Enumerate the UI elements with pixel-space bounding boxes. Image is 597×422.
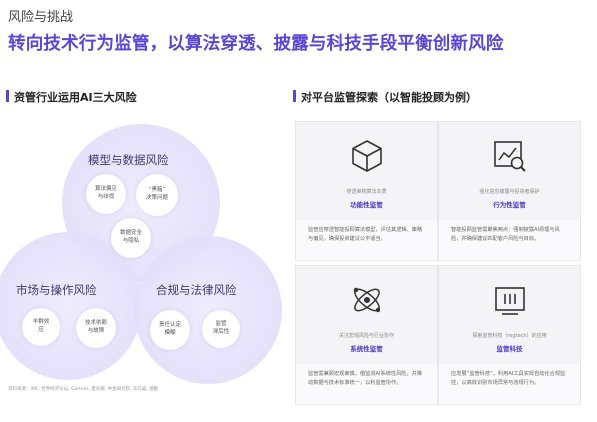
card-subtitle: 穿透审核算法本质 <box>346 189 387 195</box>
card-description: 应发展“监管科技”，利用AI工具实现自动化合规监控，以高效识别市场异常与违规行为… <box>451 371 566 386</box>
market-operation-risk-circle <box>0 232 142 380</box>
source-note: 资料来源：IMF, 世界经济论坛, Gartner, 麦肯锡, 中金研究院, 毕… <box>8 387 159 392</box>
bubble-black-box: “黑箱” 决策问题 <box>136 174 178 216</box>
chart-magnifier-icon <box>494 141 526 172</box>
left-section-title: 资管行业运用AI三大风险 <box>6 89 137 105</box>
network-icon <box>353 287 381 313</box>
card-description: 监管需兼顾宏观审慎，借监测AI系统性风险，并推动数据与技术标准统一，以利监管协作… <box>308 371 423 386</box>
bubble-algorithm-bias: 算法偏见 与歧视 <box>86 174 126 214</box>
compliance-legal-risk-circle <box>134 236 282 384</box>
card-name: 监管科技 <box>496 345 523 353</box>
cube-icon <box>352 140 382 172</box>
card-functional-regulation: 穿透审核算法本质 功能性监管 监管应穿透智能投顾算法模型，评估其逻辑、策略与偏见… <box>295 121 438 261</box>
circle-title-model-data: 模型与数据风险 <box>88 153 169 167</box>
card-systemic-regulation: 关注宏观风险与行业协作 系统性监管 监管需兼顾宏观审慎，借监测AI系统性风险，并… <box>295 265 438 405</box>
bubble-regulatory-lag: 监管 滞后性 <box>202 310 240 348</box>
card-name: 系统性监管 <box>350 345 383 353</box>
card-regtech: 探索监管科技（regtech）的应用 监管科技 应发展“监管科技”，利用AI工具… <box>438 265 581 405</box>
card-name: 行为性监管 <box>493 201 526 209</box>
right-section-title: 对平台监管探索（以智能投顾为例） <box>293 89 477 105</box>
page-headline: 转向技术行为监管，以算法穿透、披露与科技手段平衡创新风险 <box>8 34 504 54</box>
card-name: 功能性监管 <box>350 201 383 209</box>
card-subtitle: 探索监管科技（regtech）的应用 <box>472 333 547 339</box>
card-header-area <box>439 122 580 220</box>
card-header-area <box>296 266 437 364</box>
bubble-liability: 责任认定 模糊 <box>150 310 190 350</box>
section-kicker: 风险与挑战 <box>8 10 74 25</box>
card-subtitle: 关注宏观风险与行业协作 <box>338 333 394 339</box>
terminal-icon <box>495 287 525 315</box>
card-description: 智能投顾监管需聚焦两点：强制披露AI原理与风险，并确保建议匹配客户风险与目标。 <box>451 227 560 242</box>
risk-venn-diagram: 模型与数据风险 算法偏见 与歧视 “黑箱” 决策问题 数据安全 与隐私 市场与操… <box>0 110 290 410</box>
bubble-herd-effect: 羊群效 应 <box>22 308 60 346</box>
circle-title-compliance-legal: 合规与法律风险 <box>156 283 237 297</box>
card-subtitle: 强化信息披露与投资者保护 <box>479 189 540 195</box>
bubble-tech-dependency: 技术依赖 与故障 <box>76 308 116 348</box>
circle-title-market-operation: 市场与操作风险 <box>16 283 97 297</box>
bubble-data-security: 数据安全 与隐私 <box>111 218 151 258</box>
card-header-area <box>439 266 580 364</box>
card-description: 监管应穿透智能投顾算法模型，评估其逻辑、策略与偏见，确保投资建议公平适当。 <box>308 227 423 242</box>
card-behavioral-regulation: 强化信息披露与投资者保护 行为性监管 智能投顾监管需聚焦两点：强制披露AI原理与… <box>438 121 581 261</box>
